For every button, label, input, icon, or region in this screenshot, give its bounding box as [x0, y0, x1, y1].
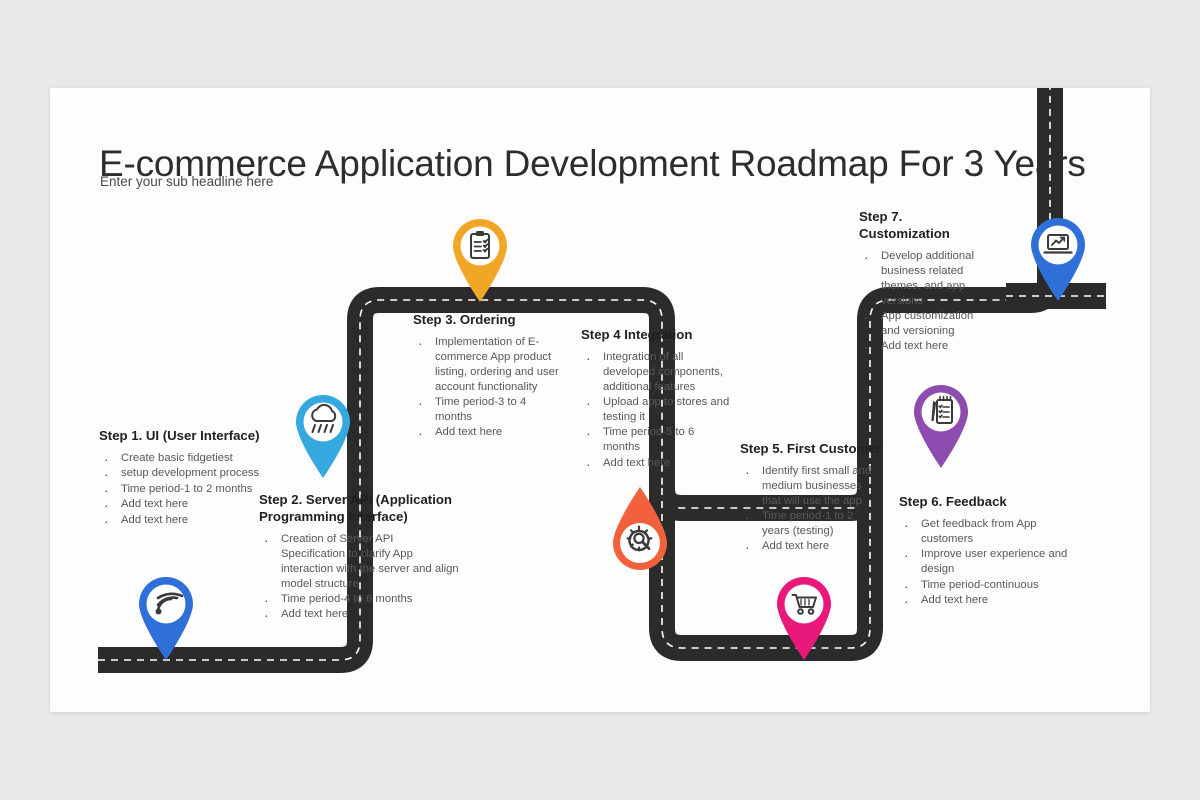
list-item: Add text here [581, 455, 731, 473]
step-5-pin[interactable] [771, 573, 837, 661]
shopping-cart-icon [791, 594, 817, 615]
list-item: Add text here [259, 606, 459, 624]
step-1-heading: Step 1. UI (User Interface) [99, 428, 260, 443]
step-5-heading: Step 5. First Customer [740, 441, 881, 456]
step-2-bullets: Creation of Server API Specification to … [259, 531, 459, 625]
list-item: Time period-5 to 6 months [581, 424, 731, 455]
list-item: Identify first small and medium business… [740, 463, 882, 509]
step-6-bullets: Get feedback from App customers Improve … [899, 516, 1075, 610]
list-item: Develop additional business related them… [859, 248, 987, 309]
step-7-pin[interactable] [1025, 214, 1091, 302]
step-4-heading: Step 4 Integration [581, 327, 693, 342]
list-item: Add text here [899, 592, 1075, 610]
list-item: Create basic fidgetiest [99, 450, 271, 468]
list-item: Add text here [859, 338, 987, 356]
list-item: Implementation of E-commerce App product… [413, 334, 565, 395]
list-item: Add text here [413, 424, 565, 442]
list-item: Add text here [99, 496, 271, 514]
step-6-heading: Step 6. Feedback [899, 494, 1007, 509]
list-item: Time period-continuous [899, 577, 1075, 595]
list-item: Time period-1 to 2 months [99, 481, 271, 499]
list-item: Get feedback from App customers [899, 516, 1075, 547]
list-item: Add text here [740, 538, 882, 556]
step-4-pin[interactable] [607, 486, 673, 574]
list-item: Creation of Server API Specification to … [259, 531, 459, 592]
notepad-pen-icon [931, 395, 953, 424]
step-4-block: Step 4 Integration Integration of all de… [581, 327, 731, 473]
gear-search-icon [626, 525, 653, 552]
rain-cloud-icon [311, 403, 337, 433]
step-4-bullets: Integration of all developed components,… [581, 349, 731, 473]
list-item: setup development process [99, 465, 271, 483]
wifi-dot-icon [155, 608, 162, 615]
list-item: Upload app to stores and testing it [581, 394, 731, 425]
step-1-bullets: Create basic fidgetiest setup developmen… [99, 450, 271, 530]
step-1-block: Step 1. UI (User Interface) Create basic… [99, 428, 271, 530]
list-item: App customization and versioning [859, 308, 987, 339]
step-6-block: Step 6. Feedback Get feedback from App c… [899, 494, 1075, 610]
step-3-block: Step 3. Ordering Implementation of E-com… [413, 312, 565, 443]
list-item: Time period-1 to 2 years (testing) [740, 508, 882, 539]
clipboard-checklist-icon [470, 231, 490, 259]
step-2-heading: Step 2. Server API (Application Programm… [259, 492, 452, 524]
step-7-block: Step 7. Customization Develop additional… [859, 209, 987, 357]
step-5-block: Step 5. First Customer Identify first sm… [740, 441, 882, 557]
step-5-bullets: Identify first small and medium business… [740, 463, 882, 557]
step-7-heading: Step 7. Customization [859, 209, 950, 241]
step-2-block: Step 2. Server API (Application Programm… [259, 492, 459, 625]
list-item: Time period-3 to 4 months [413, 394, 565, 425]
list-item: Improve user experience and design [899, 546, 1075, 577]
step-6-pin[interactable] [908, 381, 974, 469]
slide-canvas: E-commerce Application Development Roadm… [50, 88, 1150, 712]
step-2-pin[interactable] [290, 391, 356, 479]
list-item: Time period-4 to 6 months [259, 591, 459, 609]
step-3-bullets: Implementation of E-commerce App product… [413, 334, 565, 443]
list-item: Integration of all developed components,… [581, 349, 731, 395]
step-1-pin[interactable] [133, 573, 199, 661]
step-3-heading: Step 3. Ordering [413, 312, 516, 327]
page-subtitle: Enter your sub headline here [100, 174, 274, 189]
step-3-pin[interactable] [447, 215, 513, 303]
list-item: Add text here [99, 512, 271, 530]
step-7-bullets: Develop additional business related them… [859, 248, 987, 357]
laptop-growth-chart-icon [1043, 234, 1073, 254]
